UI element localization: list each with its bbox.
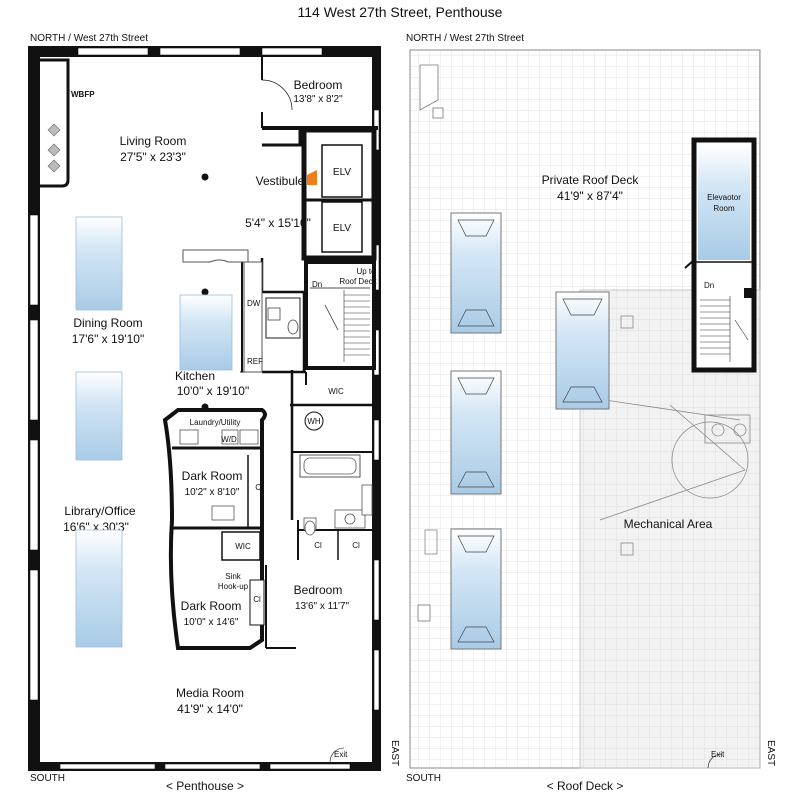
elevator-room bbox=[684, 137, 757, 373]
dining-room-dims: 17'6" x 19'10" bbox=[72, 332, 145, 346]
exit-door-swing bbox=[329, 747, 345, 763]
penthouse-skylights bbox=[75, 216, 233, 648]
wic-2-box bbox=[221, 531, 261, 561]
darkroom-2-name: Dark Room bbox=[181, 599, 242, 613]
roof-north-label: NORTH / West 27th Street bbox=[406, 33, 524, 44]
roof-caption: < Roof Deck > bbox=[547, 779, 624, 793]
elevator-room-label-2: Room bbox=[713, 204, 735, 213]
closet-2-label: Cl bbox=[352, 541, 360, 550]
elevator-call-icon bbox=[307, 170, 317, 185]
sink-hookup-label-2: Hook-up bbox=[218, 582, 249, 591]
water-heater bbox=[304, 411, 324, 431]
roof-skylights bbox=[450, 212, 610, 650]
deck-name: Private Roof Deck bbox=[542, 173, 640, 187]
darkroom-1-dims: 10'2" x 8'10" bbox=[185, 487, 240, 498]
bathroom bbox=[299, 454, 373, 536]
wd-label: W/D bbox=[221, 435, 237, 444]
elevator-core bbox=[262, 127, 377, 261]
penthouse-east-label: EAST bbox=[389, 740, 400, 766]
living-room-dims: 27'5" x 23'3" bbox=[120, 150, 186, 164]
elevator-2-label: ELV bbox=[333, 223, 351, 234]
penthouse-plan: NORTH / West 27th Street SOUTH EAST < Pe… bbox=[28, 33, 400, 793]
up-to-roof-label-1: Up to bbox=[356, 267, 376, 276]
media-room-dims: 41'9" x 14'0" bbox=[177, 702, 243, 716]
bedroom-north-dims: 13'8" x 8'2" bbox=[293, 94, 343, 105]
washer-box bbox=[221, 429, 239, 445]
elevator-room-label-1: Elevaotor bbox=[707, 193, 741, 202]
penthouse-caption: < Penthouse > bbox=[166, 779, 244, 793]
fireplace-icon bbox=[47, 123, 61, 173]
page-title: 114 West 27th Street, Penthouse bbox=[298, 4, 503, 20]
darkroom-1-name: Dark Room bbox=[182, 469, 243, 483]
elevator-1-label: ELV bbox=[333, 167, 351, 178]
closet-1-label: Cl bbox=[314, 541, 322, 550]
mechanical-equipment bbox=[424, 315, 751, 556]
vestibule-dims: 5'4" x 15'10" bbox=[245, 216, 311, 230]
penthouse-exit-label: Exit bbox=[334, 750, 348, 759]
darkroom-sink bbox=[211, 505, 235, 521]
bedroom-south-name: Bedroom bbox=[294, 583, 343, 597]
roof-vent bbox=[417, 604, 431, 622]
ref-label: REF bbox=[247, 357, 263, 366]
sink-fixture bbox=[179, 429, 199, 445]
roof-dn-label: Dn bbox=[704, 281, 714, 290]
roof-exit-swing bbox=[707, 753, 723, 769]
roof-south-label: SOUTH bbox=[406, 773, 441, 784]
deck-dims: 41'9" x 87'4" bbox=[557, 189, 623, 203]
up-to-roof-label-2: Roof Deck bbox=[339, 277, 377, 286]
fireplace-wall bbox=[40, 58, 70, 188]
wh-label: WH bbox=[307, 417, 321, 426]
stair-down-label: Dn bbox=[312, 280, 322, 289]
powder-room bbox=[265, 297, 301, 339]
wic-1-label: WIC bbox=[328, 387, 344, 396]
laundry-label: Laundry/Utility bbox=[190, 418, 241, 427]
penthouse-south-label: SOUTH bbox=[30, 773, 65, 784]
bedroom-north-name: Bedroom bbox=[294, 78, 343, 92]
skylight-outlines bbox=[457, 219, 603, 643]
kitchen-counter bbox=[182, 249, 249, 263]
bedroom-north-walls bbox=[261, 57, 378, 130]
living-room-name: Living Room bbox=[120, 134, 187, 148]
penthouse-north-label: NORTH / West 27th Street bbox=[30, 33, 148, 44]
dining-room-name: Dining Room bbox=[73, 316, 142, 330]
dw-label: DW bbox=[247, 299, 261, 308]
wic-2-label: WIC bbox=[235, 542, 251, 551]
kitchen-counter-run bbox=[243, 261, 263, 373]
column bbox=[201, 173, 209, 181]
stair-to-roof bbox=[304, 260, 376, 370]
roof-hatch bbox=[419, 64, 439, 111]
vestibule-name: Vestibule bbox=[256, 174, 305, 188]
dryer-box bbox=[239, 429, 259, 445]
roof-plan: NORTH / West 27th Street SOUTH EAST < Ro… bbox=[406, 33, 776, 793]
roof-vent bbox=[432, 107, 444, 119]
library-name: Library/Office bbox=[64, 504, 135, 518]
roof-east-label: EAST bbox=[765, 740, 776, 766]
window-openings bbox=[29, 47, 380, 770]
closet-3-label: Cl bbox=[255, 483, 263, 492]
mechanical-label: Mechanical Area bbox=[624, 517, 713, 531]
closet-4-label: Cl bbox=[253, 595, 261, 604]
darkroom-2-dims: 10'0" x 14'6" bbox=[184, 617, 239, 628]
wbfp-label: WBFP bbox=[71, 90, 95, 99]
kitchen-dims: 10'0" x 19'10" bbox=[177, 384, 250, 398]
media-room-name: Media Room bbox=[176, 686, 244, 700]
bedroom-south-dims: 13'6" x 11'7" bbox=[295, 601, 350, 612]
closet-4-box bbox=[249, 579, 265, 626]
sink-hookup-label-1: Sink bbox=[225, 572, 242, 581]
kitchen-name: Kitchen bbox=[175, 369, 215, 383]
column bbox=[201, 288, 209, 296]
